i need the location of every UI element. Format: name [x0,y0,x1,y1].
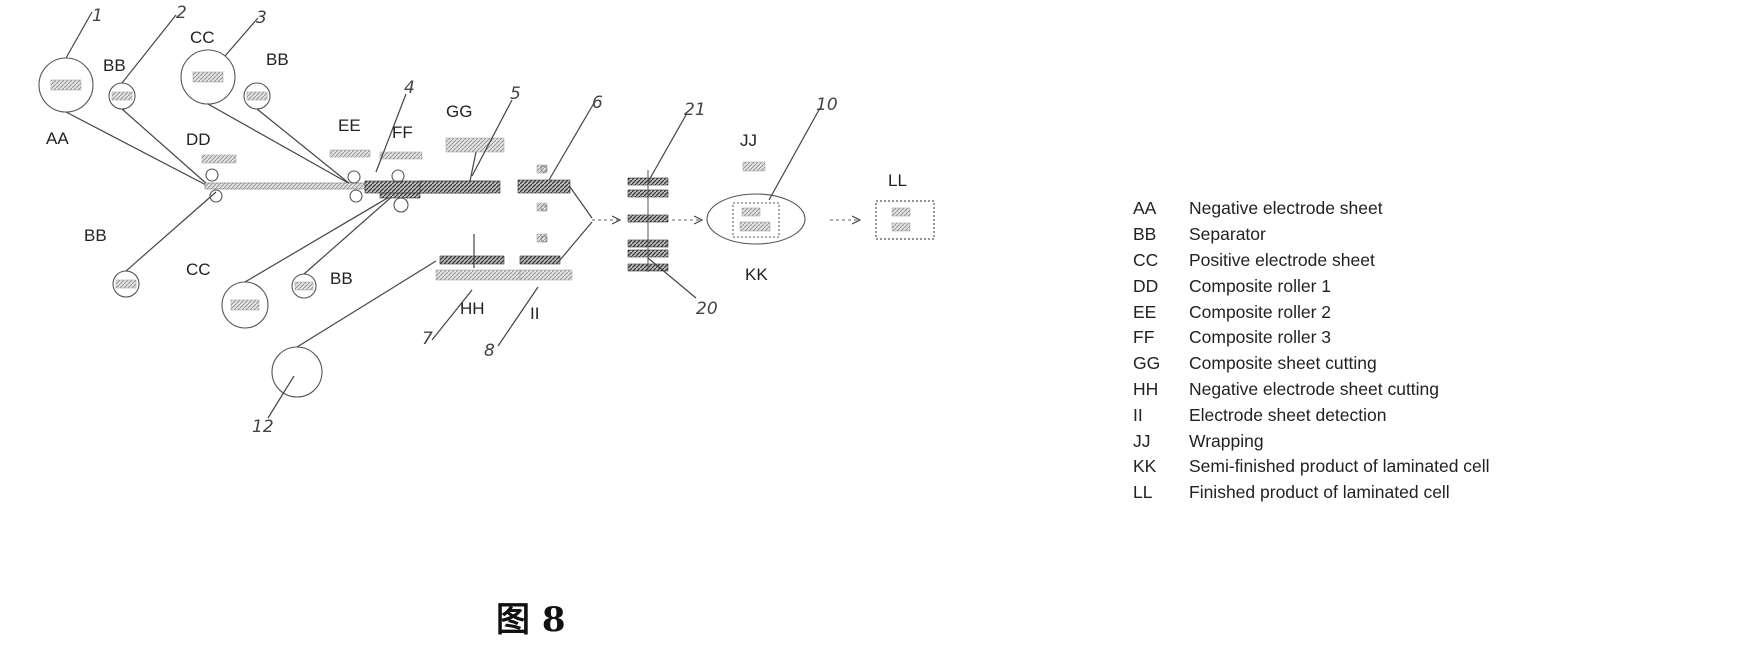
finished-cell [876,201,934,239]
label-dd: DD [186,130,211,149]
legend-text: Composite roller 2 [1189,302,1331,323]
legend-row: HHNegative electrode sheet cutting [1133,377,1733,403]
legend-text: Composite roller 1 [1189,276,1331,297]
label-bb-top-right: BB [266,50,289,69]
legend: AANegative electrode sheet BBSeparator C… [1133,196,1733,506]
legend-text: Semi-finished product of laminated cell [1189,456,1490,477]
separator-roll-bottom-left [113,271,139,297]
legend-code: JJ [1133,431,1189,452]
ref-5: 5 [510,84,521,104]
legend-row: FFComposite roller 3 [1133,325,1733,351]
ref-8: 8 [484,341,495,361]
legend-code: BB [1133,224,1189,245]
stacking-platform [628,170,668,272]
legend-text: Separator [1189,224,1266,245]
label-gg: GG [446,102,472,121]
legend-code: FF [1133,327,1189,348]
legend-code: LL [1133,482,1189,503]
legend-text: Negative electrode sheet [1189,198,1383,219]
legend-code: KK [1133,456,1189,477]
legend-row: CCPositive electrode sheet [1133,248,1733,274]
label-ll: LL [888,171,907,190]
ref-7: 7 [422,329,433,349]
legend-row: AANegative electrode sheet [1133,196,1733,222]
label-bb-bottom-left: BB [84,226,107,245]
semi-finished-cell [707,162,805,244]
legend-text: Negative electrode sheet cutting [1189,379,1439,400]
legend-row: EEComposite roller 2 [1133,299,1733,325]
label-jj: JJ [740,131,757,150]
label-bb-bottom-right: BB [330,269,353,288]
label-hh: HH [460,299,485,318]
ref-6: 6 [592,93,603,113]
legend-code: II [1133,405,1189,426]
negative-electrode-roll-top [39,58,93,112]
positive-electrode-roll-bottom [222,282,268,328]
reference-leaders [66,12,820,418]
legend-text: Electrode sheet detection [1189,405,1387,426]
label-ee: EE [338,116,361,135]
legend-row: IIElectrode sheet detection [1133,402,1733,428]
legend-row: BBSeparator [1133,222,1733,248]
legend-row: LLFinished product of laminated cell [1133,480,1733,506]
legend-code: GG [1133,353,1189,374]
legend-text: Finished product of laminated cell [1189,482,1450,503]
legend-code: DD [1133,276,1189,297]
positive-electrode-roll-top [181,50,235,104]
legend-code: CC [1133,250,1189,271]
label-kk: KK [745,265,768,284]
figure-caption: 图 8 [496,592,566,641]
separator-roll-top-right [244,83,270,109]
legend-text: Composite sheet cutting [1189,353,1377,374]
label-cc-bottom: CC [186,260,211,279]
ref-20: 20 [696,299,718,319]
legend-code: HH [1133,379,1189,400]
legend-row: JJWrapping [1133,428,1733,454]
web-feed-lines [66,104,436,347]
legend-text: Positive electrode sheet [1189,250,1375,271]
composite-sheet-cutting-station [446,138,504,181]
negative-electrode-roll-bottom [272,347,322,397]
ref-12: 12 [252,417,274,437]
legend-row: DDComposite roller 1 [1133,273,1733,299]
label-aa: AA [46,129,69,148]
label-bb-top-left: BB [103,56,126,75]
ref-4: 4 [404,78,415,98]
label-ii: II [530,304,539,323]
ref-1: 1 [92,6,103,26]
legend-row: KKSemi-finished product of laminated cel… [1133,454,1733,480]
ref-2: 2 [176,3,187,23]
ref-21: 21 [684,100,706,120]
legend-row: GGComposite sheet cutting [1133,351,1733,377]
merge-lines [560,187,620,260]
composite-strip [205,180,570,264]
label-cc-top: CC [190,28,215,47]
legend-code: EE [1133,302,1189,323]
ref-10: 10 [816,95,838,115]
legend-text: Wrapping [1189,431,1264,452]
separator-roll-bottom-right [292,274,316,298]
label-ff: FF [392,123,413,142]
legend-code: AA [1133,198,1189,219]
legend-text: Composite roller 3 [1189,327,1331,348]
composite-roller-1 [202,155,236,202]
separator-roll-top-left [109,83,135,109]
ref-3: 3 [256,8,267,28]
